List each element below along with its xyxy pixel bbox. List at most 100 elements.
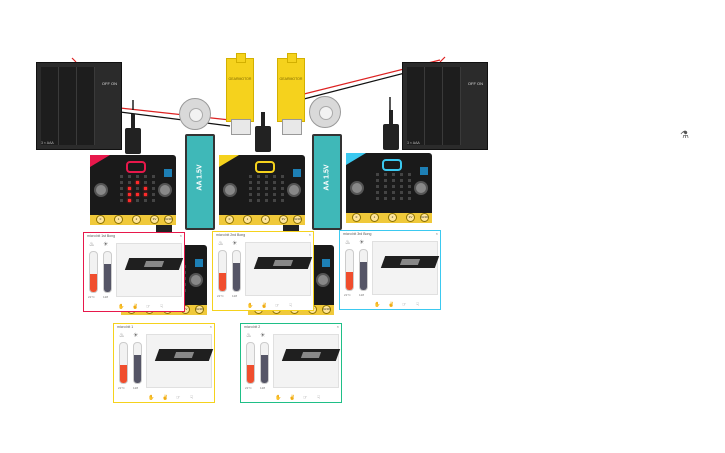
button-b[interactable] — [189, 273, 203, 287]
pin-3[interactable]: 3V — [406, 213, 415, 222]
temperature-slider[interactable] — [345, 249, 354, 291]
microbit-chip — [195, 259, 203, 267]
accelerometer-view[interactable] — [245, 242, 313, 296]
temperature-slider[interactable] — [89, 251, 98, 293]
led — [281, 187, 284, 190]
pin-2[interactable]: 2 — [261, 215, 270, 224]
gesture-icon[interactable]: ✋ — [148, 395, 155, 401]
pin-4[interactable]: GND — [164, 215, 173, 224]
person-icon[interactable]: ⚗ — [680, 130, 689, 141]
gesture-icon[interactable]: ☟ — [289, 303, 293, 309]
accelerometer-view[interactable] — [116, 243, 184, 297]
gesture-icon[interactable]: ✌ — [261, 303, 268, 309]
pin-0[interactable]: 0 — [352, 213, 361, 222]
led — [144, 193, 147, 196]
gesture-icon[interactable]: ☟ — [190, 395, 194, 401]
gesture-icon[interactable]: ✌ — [388, 302, 395, 308]
led — [400, 179, 403, 182]
led — [144, 199, 147, 202]
close-icon[interactable]: × — [336, 324, 339, 329]
aa-battery-label: AA 1.5V — [196, 164, 204, 191]
light-slider[interactable] — [133, 342, 142, 384]
dc-motor-right[interactable] — [309, 96, 341, 128]
dc-motor-left[interactable] — [179, 98, 211, 130]
light-slider[interactable] — [232, 250, 241, 292]
gear-motor-left[interactable]: GEARMOTOR — [226, 53, 254, 135]
gesture-icon[interactable]: ☞ — [402, 302, 407, 308]
temperature-slider[interactable] — [119, 342, 128, 384]
button-b[interactable] — [287, 183, 301, 197]
connector-plug[interactable] — [125, 114, 141, 154]
microbit-logo[interactable] — [126, 161, 146, 173]
gesture-icon[interactable]: ☞ — [303, 395, 308, 401]
power-switch-label[interactable]: OFF ON — [467, 81, 483, 86]
connector-plug[interactable] — [383, 110, 399, 150]
pin-0[interactable]: 0 — [225, 215, 234, 224]
microbit-3d-model[interactable] — [124, 258, 184, 270]
microbit-logo[interactable] — [255, 161, 275, 173]
battery-pack-right[interactable]: OFF ON 3 × AAA — [402, 62, 488, 150]
temperature-slider[interactable] — [218, 250, 227, 292]
led — [376, 197, 379, 200]
pin-1[interactable]: 1 — [243, 215, 252, 224]
power-switch-label[interactable]: OFF ON — [101, 81, 117, 86]
microbit-3d-model[interactable] — [253, 257, 313, 269]
gesture-icon[interactable]: ✋ — [247, 303, 254, 309]
close-icon[interactable]: × — [209, 324, 212, 329]
close-icon[interactable]: × — [435, 231, 438, 236]
gesture-icon[interactable]: ✌ — [132, 304, 139, 310]
accelerometer-view[interactable] — [146, 334, 214, 388]
microbit-3d-model[interactable] — [281, 349, 341, 361]
gear-motor-right[interactable]: GEARMOTOR — [277, 53, 305, 135]
gesture-icon[interactable]: ✋ — [118, 304, 125, 310]
pin-4[interactable]: GND — [195, 305, 204, 314]
gesture-icon[interactable]: ✋ — [275, 395, 282, 401]
gesture-icon[interactable]: ☟ — [317, 395, 321, 401]
led — [152, 181, 155, 184]
button-b[interactable] — [414, 181, 428, 195]
button-a[interactable] — [223, 183, 237, 197]
pin-1[interactable]: 1 — [114, 215, 123, 224]
gesture-icon[interactable]: ☟ — [160, 304, 164, 310]
light-slider[interactable] — [103, 251, 112, 293]
button-b[interactable] — [158, 183, 172, 197]
microbit-logo[interactable] — [382, 159, 402, 171]
gesture-icon[interactable]: ☞ — [275, 303, 280, 309]
temperature-slider[interactable] — [246, 342, 255, 384]
microbit-3d-model[interactable] — [380, 256, 440, 268]
connector-plug[interactable] — [255, 112, 271, 152]
pin-0[interactable]: 0 — [96, 215, 105, 224]
button-b[interactable] — [316, 273, 330, 287]
pin-2[interactable]: 2 — [388, 213, 397, 222]
pin-4[interactable]: GND — [322, 305, 331, 314]
battery-pack-left[interactable]: OFF ON 3 × AAA — [36, 62, 122, 150]
close-icon[interactable]: × — [179, 233, 182, 238]
pin-4[interactable]: GND — [293, 215, 302, 224]
pin-1[interactable]: 1 — [370, 213, 379, 222]
led — [136, 199, 139, 202]
led — [400, 197, 403, 200]
aa-battery-right[interactable]: AA 1.5V — [312, 134, 342, 230]
gesture-icon[interactable]: ☞ — [146, 304, 151, 310]
accelerometer-view[interactable] — [273, 334, 341, 388]
pin-3[interactable]: 3V — [150, 215, 159, 224]
light-slider[interactable] — [260, 342, 269, 384]
button-a[interactable] — [94, 183, 108, 197]
gesture-icon[interactable]: ☟ — [416, 302, 420, 308]
microbit-3d-model[interactable] — [154, 349, 214, 361]
light-slider[interactable] — [359, 249, 368, 291]
accelerometer-view[interactable] — [372, 241, 440, 295]
gesture-icon[interactable]: ✋ — [374, 302, 381, 308]
button-a[interactable] — [350, 181, 364, 195]
pin-4[interactable]: GND — [420, 213, 429, 222]
gesture-icon[interactable]: ☞ — [176, 395, 181, 401]
gesture-icon[interactable]: ✌ — [162, 395, 169, 401]
close-icon[interactable]: × — [308, 232, 311, 237]
gesture-icon[interactable]: ✌ — [289, 395, 296, 401]
aa-battery-left[interactable]: AA 1.5V — [185, 134, 215, 230]
pin-3[interactable]: 3V — [279, 215, 288, 224]
pin-2[interactable]: 2 — [132, 215, 141, 224]
